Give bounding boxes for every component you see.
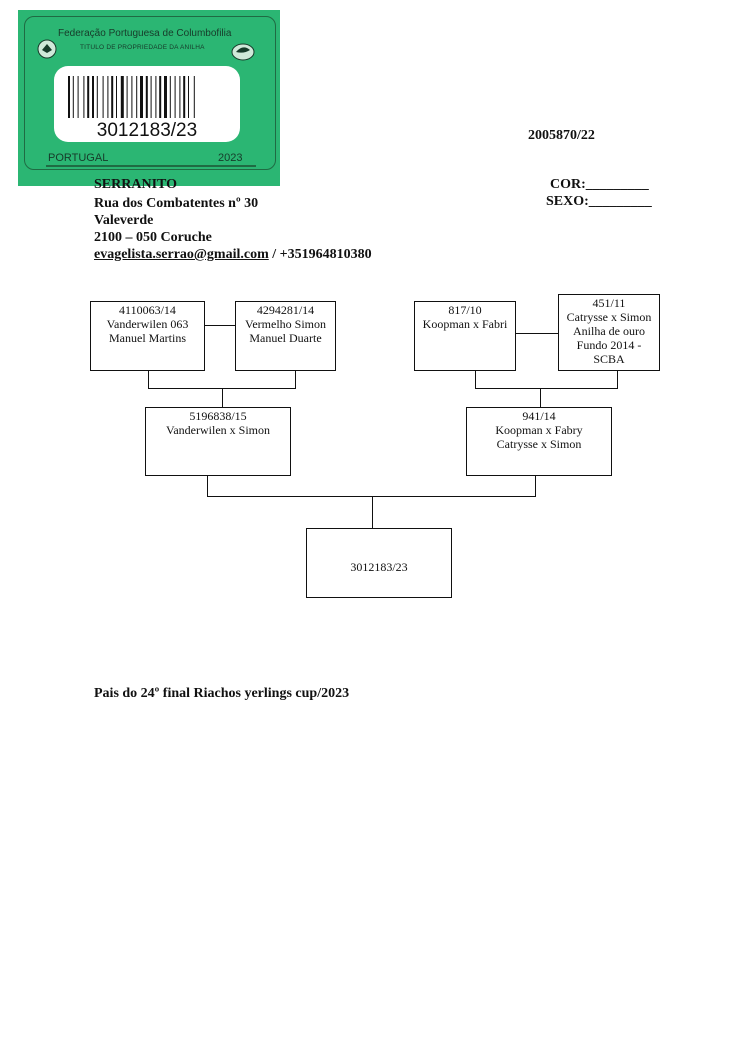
barcode-bar bbox=[126, 76, 128, 118]
barcode-bar bbox=[164, 76, 167, 118]
connector bbox=[148, 370, 149, 389]
barcode-bar bbox=[193, 76, 195, 118]
card-divider bbox=[46, 165, 256, 167]
line: SCBA bbox=[593, 352, 625, 366]
connector bbox=[295, 370, 296, 389]
color-field: COR:_________ bbox=[550, 177, 649, 192]
ring: 4110063/14 bbox=[119, 303, 176, 317]
barcode-bar bbox=[107, 76, 109, 118]
connector bbox=[515, 333, 559, 334]
barcode-bar bbox=[96, 76, 98, 118]
owner-contact: evagelista.serrao@gmail.com / +351964810… bbox=[94, 247, 372, 263]
federation-emblem-icon bbox=[36, 38, 58, 60]
barcode-bar bbox=[120, 76, 124, 118]
barcode-bar bbox=[111, 76, 114, 118]
connector bbox=[222, 388, 223, 408]
barcode-bar bbox=[131, 76, 133, 118]
barcode-bar bbox=[188, 76, 189, 118]
barcode-bar bbox=[92, 76, 94, 118]
footer-note: Pais do 24º final Riachos yerlings cup/2… bbox=[94, 686, 350, 701]
line: Manuel Duarte bbox=[249, 331, 322, 345]
sex-field: SEXO:_________ bbox=[546, 194, 652, 209]
pedigree-box-sire: 5196838/15 Vanderwilen x Simon bbox=[145, 407, 291, 476]
barcode-bar bbox=[83, 76, 85, 118]
line: Vermelho Simon bbox=[245, 317, 326, 331]
line: Fundo 2014 - bbox=[576, 338, 642, 352]
owner-postal: 2100 – 050 Coruche bbox=[94, 230, 212, 245]
connector bbox=[617, 370, 618, 389]
barcode-bar bbox=[174, 76, 176, 118]
card-subtitle: TITULO DE PROPRIEDADE DA ANILHA bbox=[80, 44, 205, 51]
email-link[interactable]: evagelista.serrao@gmail.com bbox=[94, 247, 269, 262]
barcode-bar bbox=[72, 76, 74, 118]
barcode-bar bbox=[145, 76, 148, 118]
ring: 817/10 bbox=[448, 303, 482, 317]
barcode-bar bbox=[159, 76, 162, 118]
card-year: 2023 bbox=[218, 152, 243, 164]
ring-number: 3012183/23 bbox=[96, 120, 198, 141]
barcode-bar bbox=[179, 76, 181, 118]
barcode-bar bbox=[87, 76, 90, 118]
ring: 5196838/15 bbox=[189, 409, 247, 423]
pedigree-box-subject: 3012183/23 bbox=[306, 528, 452, 598]
pedigree-box-dam-sire: 817/10 Koopman x Fabri bbox=[414, 301, 516, 371]
reference-number: 2005870/22 bbox=[528, 128, 595, 143]
connector bbox=[372, 496, 373, 529]
owner-street: Rua dos Combatentes nº 30 bbox=[94, 196, 259, 211]
pedigree-box-dam-dam: 451/11 Catrysse x Simon Anilha de ouro F… bbox=[558, 294, 660, 371]
barcode-bar bbox=[169, 76, 171, 118]
line: Anilha de ouro bbox=[573, 324, 645, 338]
barcode-bar bbox=[136, 76, 138, 118]
connector bbox=[207, 475, 208, 497]
barcode-bar bbox=[68, 76, 70, 118]
line: Catrysse x Simon bbox=[566, 310, 652, 324]
line: Catrysse x Simon bbox=[496, 437, 582, 451]
barcode bbox=[66, 76, 224, 122]
line: Koopman x Fabry bbox=[495, 423, 583, 437]
connector bbox=[207, 496, 536, 497]
connector bbox=[475, 388, 618, 389]
ring: 451/11 bbox=[592, 296, 626, 310]
pedigree-box-sire-dam: 4294281/14 Vermelho Simon Manuel Duarte bbox=[235, 301, 336, 371]
barcode-bar bbox=[77, 76, 79, 118]
phone-number: / +351964810380 bbox=[268, 247, 372, 262]
pigeon-logo-icon bbox=[228, 38, 258, 64]
barcode-bar bbox=[140, 76, 143, 118]
ring: 4294281/14 bbox=[256, 303, 315, 317]
connector bbox=[540, 388, 541, 408]
line: Vanderwilen x Simon bbox=[166, 423, 270, 437]
barcode-bar bbox=[155, 76, 157, 118]
connector bbox=[205, 325, 235, 326]
barcode-bar bbox=[116, 76, 117, 118]
barcode-bar bbox=[150, 76, 152, 118]
owner-town: Valeverde bbox=[94, 213, 154, 228]
ring: 3012183/23 bbox=[350, 560, 408, 574]
line: Koopman x Fabri bbox=[422, 317, 508, 331]
card-frame bbox=[24, 16, 276, 170]
line: Vanderwilen 063 bbox=[106, 317, 189, 331]
owner-name: SERRANITO bbox=[94, 178, 177, 190]
barcode-bar bbox=[183, 76, 186, 118]
pedigree-box-dam: 941/14 Koopman x Fabry Catrysse x Simon bbox=[466, 407, 612, 476]
ring: 941/14 bbox=[522, 409, 556, 423]
federation-name: Federação Portuguesa de Columbofilia bbox=[58, 28, 232, 39]
barcode-bar bbox=[102, 76, 104, 118]
connector bbox=[475, 370, 476, 389]
line: Manuel Martins bbox=[109, 331, 186, 345]
connector bbox=[535, 475, 536, 497]
card-country: PORTUGAL bbox=[48, 152, 109, 164]
pedigree-box-sire-sire: 4110063/14 Vanderwilen 063 Manuel Martin… bbox=[90, 301, 205, 371]
